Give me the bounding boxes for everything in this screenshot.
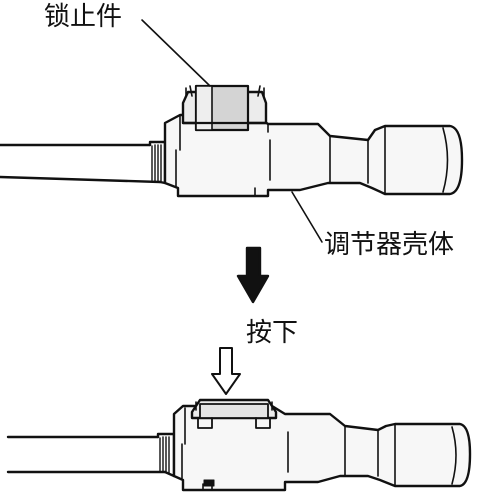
bottom-regulator-housing xyxy=(172,404,472,492)
solid-down-arrow xyxy=(236,246,270,304)
lock-part-leader xyxy=(141,19,211,87)
regulator-housing-label: 调节器壳体 xyxy=(324,230,455,260)
top-regulator-housing xyxy=(163,113,464,198)
top-connector-assembly xyxy=(0,19,464,243)
bottom-connector-assembly xyxy=(6,347,472,492)
bottom-lock-part xyxy=(190,398,278,491)
lock-part-label: 锁止件 xyxy=(44,2,123,32)
press-down-hollow-arrow xyxy=(211,347,241,395)
housing-leader xyxy=(291,191,323,243)
press-down-label: 按下 xyxy=(246,318,299,348)
bottom-cable xyxy=(6,432,176,478)
top-lock-part xyxy=(181,84,268,132)
top-cable xyxy=(0,140,167,185)
